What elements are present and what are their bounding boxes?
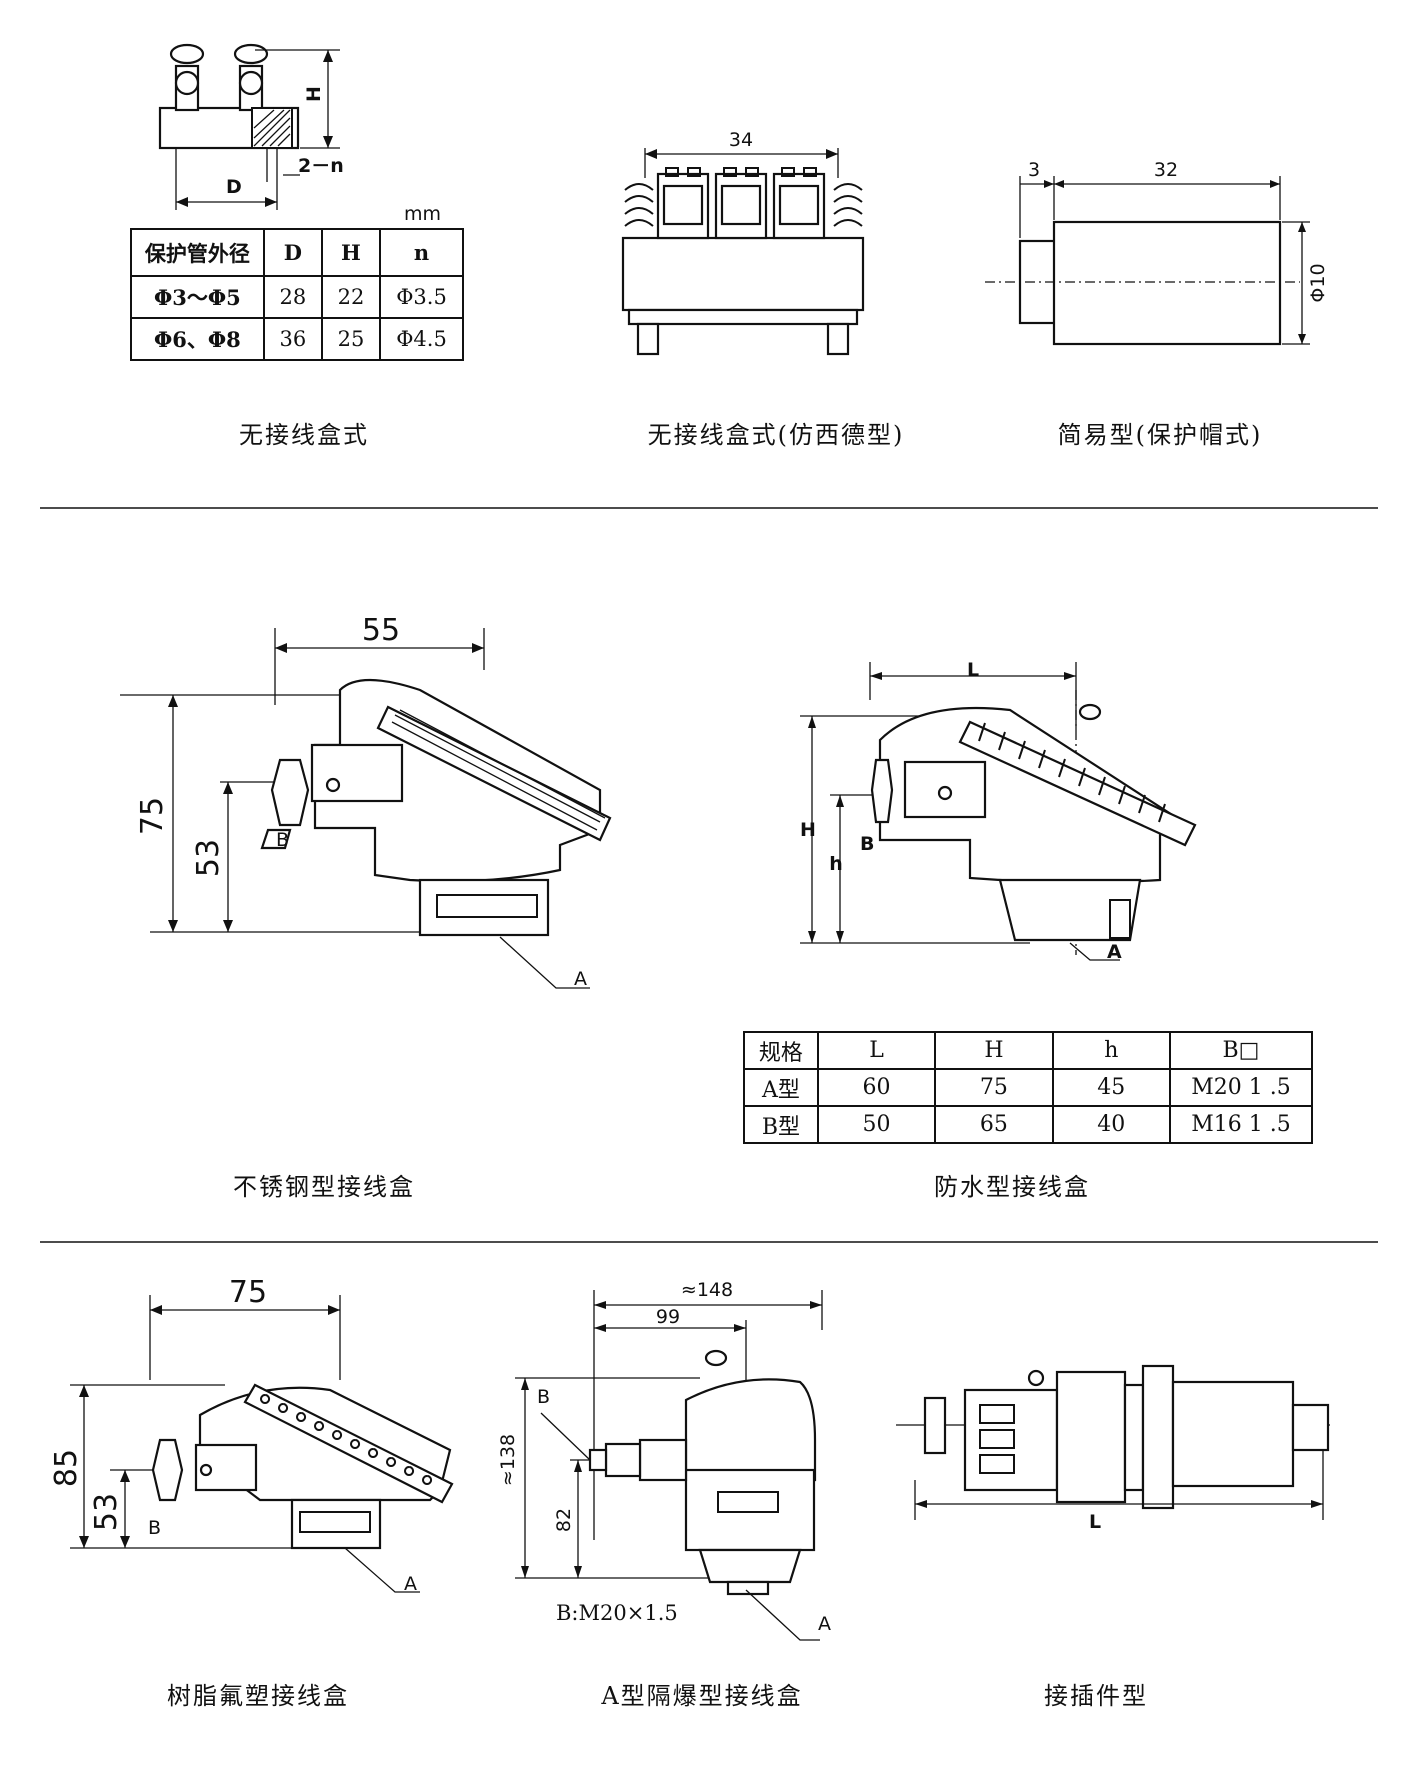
table-cell: 22 [320,275,382,319]
fig3-dim-a: 3 [1028,159,1040,181]
table-cell: A型 [743,1068,819,1107]
fig6-drawing [70,1295,454,1593]
fig6-dim-height: 85 [49,1449,84,1487]
fig2-drawing [621,148,865,356]
caption-explosion-proof-box: A型隔爆型接线盒 [601,1682,803,1710]
caption-stainless-box: 不锈钢型接线盒 [233,1173,415,1201]
table-header: 规格 [743,1031,819,1070]
fig7-label-b: B [537,1386,550,1408]
table-cell: 60 [816,1068,937,1107]
table-cell: Φ3.5 [379,275,464,319]
table-cell: M20 1 .5 [1169,1068,1313,1107]
fig4-label-b: B [276,829,289,851]
table-row: B型 50 65 40 M16 1 .5 [743,1105,1313,1144]
table-header: D [262,228,323,277]
fig2-dim-width: 34 [729,129,753,151]
fig7-drawing [515,1290,823,1641]
table-cell: 75 [934,1068,1054,1107]
table-cell: 36 [262,317,323,361]
fig4-dim-height: 75 [135,797,170,835]
table-header: B□ [1169,1031,1313,1070]
fig5-label-h-small: h [829,853,843,875]
fig1-spec-table: 保护管外径 D H n Φ3～Φ5 28 22 Φ3.5 Φ6、Φ8 36 25… [130,228,464,361]
fig1-unit: mm [404,203,441,225]
table-header: h [1051,1031,1172,1070]
fig4-dim-width: 55 [362,613,400,648]
fig4-drawing [120,628,612,989]
table-cell: M16 1 .5 [1169,1105,1313,1144]
fig7-dim-height: ≈138 [497,1434,519,1486]
caption-plug-connector: 接插件型 [1044,1682,1148,1710]
table-cell: 25 [320,317,382,361]
table-row: A型 60 75 45 M20 1 .5 [743,1068,1313,1107]
fig7-dim-99: 99 [656,1306,680,1328]
fig7-dim-total: ≈148 [681,1279,733,1301]
table-cell: Φ4.5 [379,317,464,361]
caption-resin-fluoroplastic-box: 树脂氟塑接线盒 [167,1682,349,1710]
table-cell: 65 [934,1105,1054,1144]
caption-simple-cap: 简易型(保护帽式) [1057,421,1263,449]
caption-no-junction-box: 无接线盒式 [239,421,369,449]
fig5-spec-table: 规格 L H h B□ A型 60 75 45 M20 1 .5 B型 50 6… [743,1031,1313,1144]
fig3-dim-b: 32 [1154,159,1178,181]
fig7-note: B:M20×1.5 [556,1601,678,1625]
fig4-label-a: A [574,968,587,990]
table-row: Φ6、Φ8 36 25 Φ4.5 [130,317,464,361]
fig5-label-b: B [860,833,874,855]
table-cell: Φ6、Φ8 [130,317,265,361]
fig6-label-b: B [148,1517,161,1539]
fig7-label-a: A [818,1613,831,1635]
table-cell: 45 [1051,1068,1172,1107]
table-cell: 40 [1051,1105,1172,1144]
fig8-drawing [896,1364,1330,1520]
fig6-label-a: A [404,1573,417,1595]
table-header: 保护管外径 [130,228,265,277]
table-row: 规格 L H h B□ [743,1031,1313,1070]
fig3-dim-dia: Φ10 [1307,263,1329,302]
fig5-label-h: H [800,819,816,841]
fig1-label-d: D [226,176,242,198]
fig6-dim-width: 75 [229,1275,267,1310]
table-header: n [379,228,464,277]
fig5-drawing [800,662,1197,961]
fig6-dim-axis: 53 [89,1493,124,1531]
caption-no-junction-box-german: 无接线盒式(仿西德型) [647,421,905,449]
fig5-label-l: L [967,659,979,681]
fig3-drawing [985,176,1310,346]
table-cell: 50 [816,1105,937,1144]
fig7-dim-axis: 82 [553,1508,575,1532]
table-cell: B型 [743,1105,819,1144]
table-row: Φ3～Φ5 28 22 Φ3.5 [130,275,464,319]
table-header: H [934,1031,1054,1070]
fig1-drawing [158,43,340,210]
fig1-label-2n: 2－n [298,155,344,177]
fig5-label-a: A [1107,941,1122,963]
fig1-label-h: H [303,86,325,102]
table-header: H [320,228,382,277]
caption-waterproof-box: 防水型接线盒 [934,1173,1090,1201]
table-row: 保护管外径 D H n [130,228,464,277]
fig4-dim-axis: 53 [191,839,226,877]
fig8-label-l: L [1089,1511,1101,1533]
table-cell: 28 [262,275,323,319]
table-header: L [816,1031,937,1070]
table-cell: Φ3～Φ5 [130,275,265,319]
